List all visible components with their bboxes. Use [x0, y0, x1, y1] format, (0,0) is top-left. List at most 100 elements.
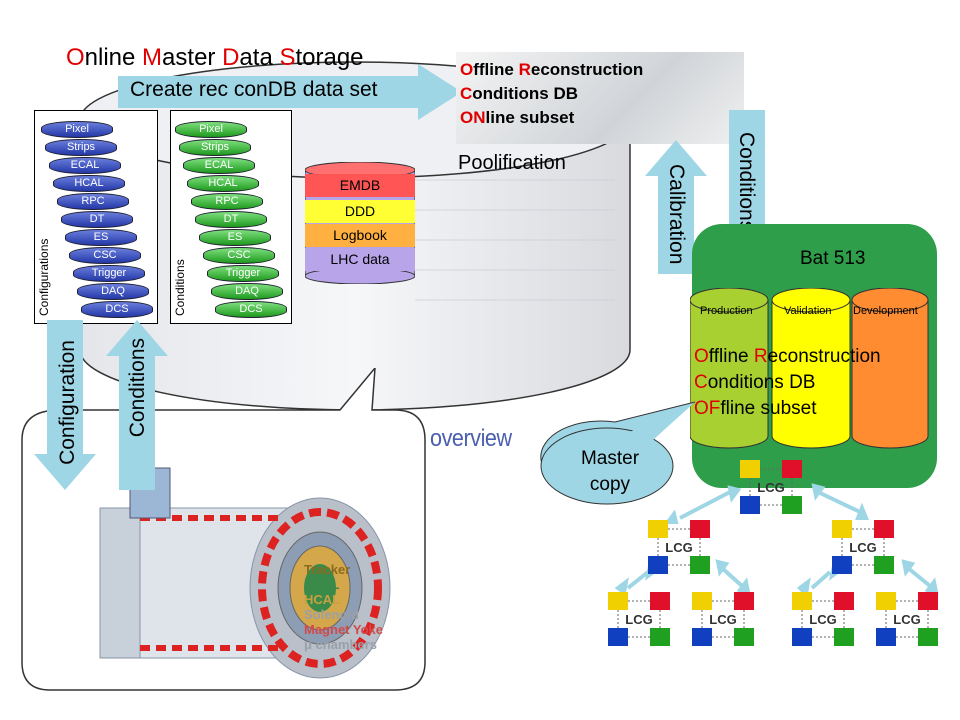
- orcon-letter-r: R: [518, 60, 531, 79]
- data-cylinder: EMDB DDD Logbook LHC data: [305, 162, 415, 284]
- cond-item-rpc: RPC: [191, 193, 263, 210]
- title-rest-data: ata: [239, 44, 280, 71]
- lcg-label: LCG: [809, 612, 836, 627]
- cyl-band-lhc-data: LHC data: [305, 248, 415, 271]
- title-letter-o: O: [66, 44, 85, 71]
- orcon-text-ffline: ffline: [473, 60, 519, 79]
- oroff-text-onditions: onditions DB: [707, 372, 816, 393]
- title-rest-storage: torage: [295, 44, 364, 71]
- oroff-text-econstruction: econstruction: [767, 346, 881, 367]
- configuration-down-arrow: [34, 320, 96, 490]
- config-item-pixel: Pixel: [41, 121, 113, 138]
- title-rest-online: nline: [84, 44, 143, 71]
- orcon-line-3: ONline subset: [460, 106, 574, 129]
- title-letter-s: S: [279, 44, 296, 71]
- cond-item-es: ES: [199, 229, 271, 246]
- create-dataset-arrow: [118, 64, 462, 120]
- create-dataset-label: Create rec conDB data set: [130, 78, 378, 101]
- cond-item-hcal: HCAL: [187, 175, 259, 192]
- config-item-ecal: ECAL: [49, 157, 121, 174]
- cond-item-ecal: ECAL: [183, 157, 255, 174]
- page-title: Online Master Data Storage: [66, 44, 364, 72]
- legend-solenoid: Solenoid: [304, 607, 359, 622]
- config-item-trigger: Trigger: [73, 265, 145, 282]
- title-letter-m: M: [142, 44, 163, 71]
- cyl-band-ddd: DDD: [305, 200, 415, 223]
- master-copy-bubble: [540, 401, 696, 505]
- config-item-dcs: DCS: [81, 301, 153, 318]
- lcg-logo-tier2-b: LCG: [692, 592, 754, 646]
- conditions-stack: Pixel Strips ECAL HCAL RPC DT ES CSC Tri…: [175, 121, 289, 321]
- lcg-logo-tier2-d: LCG: [876, 592, 938, 646]
- orcon-text-econstruction: econstruction: [530, 60, 644, 79]
- configurations-stack: Pixel Strips ECAL HCAL RPC DT ES CSC Tri…: [41, 121, 155, 321]
- overview-text: overview: [430, 425, 512, 452]
- master-copy-line-2: copy: [589, 474, 631, 495]
- orcon-text-onditions: onditions DB: [472, 84, 579, 103]
- cond-item-dcs: DCS: [215, 301, 287, 318]
- development-label: Development: [853, 305, 918, 317]
- conditions-up-arrow: [106, 320, 168, 490]
- cond-item-pixel: Pixel: [175, 121, 247, 138]
- orcon-panel: Offline Reconstruction Conditions DB ONl…: [456, 52, 744, 144]
- title-rest-master: aster: [162, 44, 223, 71]
- legend-tracker: Tracker: [304, 562, 351, 577]
- lcg-label: LCG: [709, 612, 736, 627]
- conditions-panel: Conditions Pixel Strips ECAL HCAL RPC DT…: [170, 110, 292, 324]
- config-item-csc: CSC: [69, 247, 141, 264]
- orcon-letter-on: ON: [460, 108, 486, 127]
- orcon-letter-c: C: [460, 84, 473, 103]
- config-item-daq: DAQ: [77, 283, 149, 300]
- detector-legend: Tracker ECAL HCAL Solenoid Magnet Yoke μ…: [304, 562, 383, 652]
- lcg-label: LCG: [665, 540, 692, 555]
- cond-item-trigger: Trigger: [207, 265, 279, 282]
- poolification-label: Poolification: [458, 152, 566, 174]
- validation-label: Validation: [784, 305, 832, 317]
- config-item-rpc: RPC: [57, 193, 129, 210]
- config-item-hcal: HCAL: [53, 175, 125, 192]
- oroff-line-1: Offline Reconstruction: [694, 344, 881, 370]
- master-copy-text: Master copy: [560, 446, 660, 498]
- orcon-line-1: Offline Reconstruction: [460, 58, 643, 81]
- cond-item-strips: Strips: [179, 139, 251, 156]
- cond-item-dt: DT: [195, 211, 267, 228]
- lcg-logo-tier1-left: LCG: [648, 520, 710, 574]
- config-item-dt: DT: [61, 211, 133, 228]
- master-copy-line-1: Master: [580, 448, 640, 469]
- cond-item-daq: DAQ: [211, 283, 283, 300]
- legend-mu-chambers: μ chambers: [304, 637, 377, 652]
- lcg-arrows: [614, 483, 939, 599]
- legend-ecal: ECAL: [304, 577, 340, 592]
- production-label: Production: [700, 305, 753, 317]
- cond-item-csc: CSC: [203, 247, 275, 264]
- conditions-right-label: Conditions: [735, 132, 758, 232]
- oroff-letter-o: O: [694, 346, 709, 367]
- oroff-letter-c: C: [694, 372, 708, 393]
- calibration-arrow: [645, 140, 707, 274]
- oroff-text-ffline: ffline: [708, 346, 754, 367]
- configuration-label: Configuration: [56, 340, 79, 465]
- title-letter-d: D: [222, 44, 240, 71]
- lcg-label: LCG: [893, 612, 920, 627]
- oroff-letter-r: R: [753, 346, 768, 367]
- conditions-left-label: Conditions: [126, 338, 149, 438]
- oroff-line-3: OFfline subset: [694, 396, 881, 422]
- bat-513-title: Bat 513: [800, 248, 866, 269]
- orcon-line-2: Conditions DB: [460, 82, 578, 105]
- calibration-label: Calibration: [665, 164, 688, 265]
- legend-magnet-yoke: Magnet Yoke: [304, 622, 383, 637]
- lcg-logo-tier2-c: LCG: [792, 592, 854, 646]
- oroff-letter-of: OF: [694, 398, 721, 419]
- oroff-text-fline-subset: fline subset: [720, 398, 817, 419]
- lcg-logo-tier0: LCG: [740, 460, 802, 514]
- lcg-label: LCG: [625, 612, 652, 627]
- oroff-line-2: Conditions DB: [694, 370, 881, 396]
- oroff-text: Offline Reconstruction Conditions DB OFf…: [694, 344, 881, 422]
- cyl-band-emdb: EMDB: [305, 174, 415, 197]
- config-item-strips: Strips: [45, 139, 117, 156]
- legend-hcal: HCAL: [304, 592, 341, 607]
- config-item-es: ES: [65, 229, 137, 246]
- cyl-band-logbook: Logbook: [305, 224, 415, 247]
- orcon-text-line-subset: line subset: [485, 108, 575, 127]
- bat-cylinders: [690, 288, 929, 449]
